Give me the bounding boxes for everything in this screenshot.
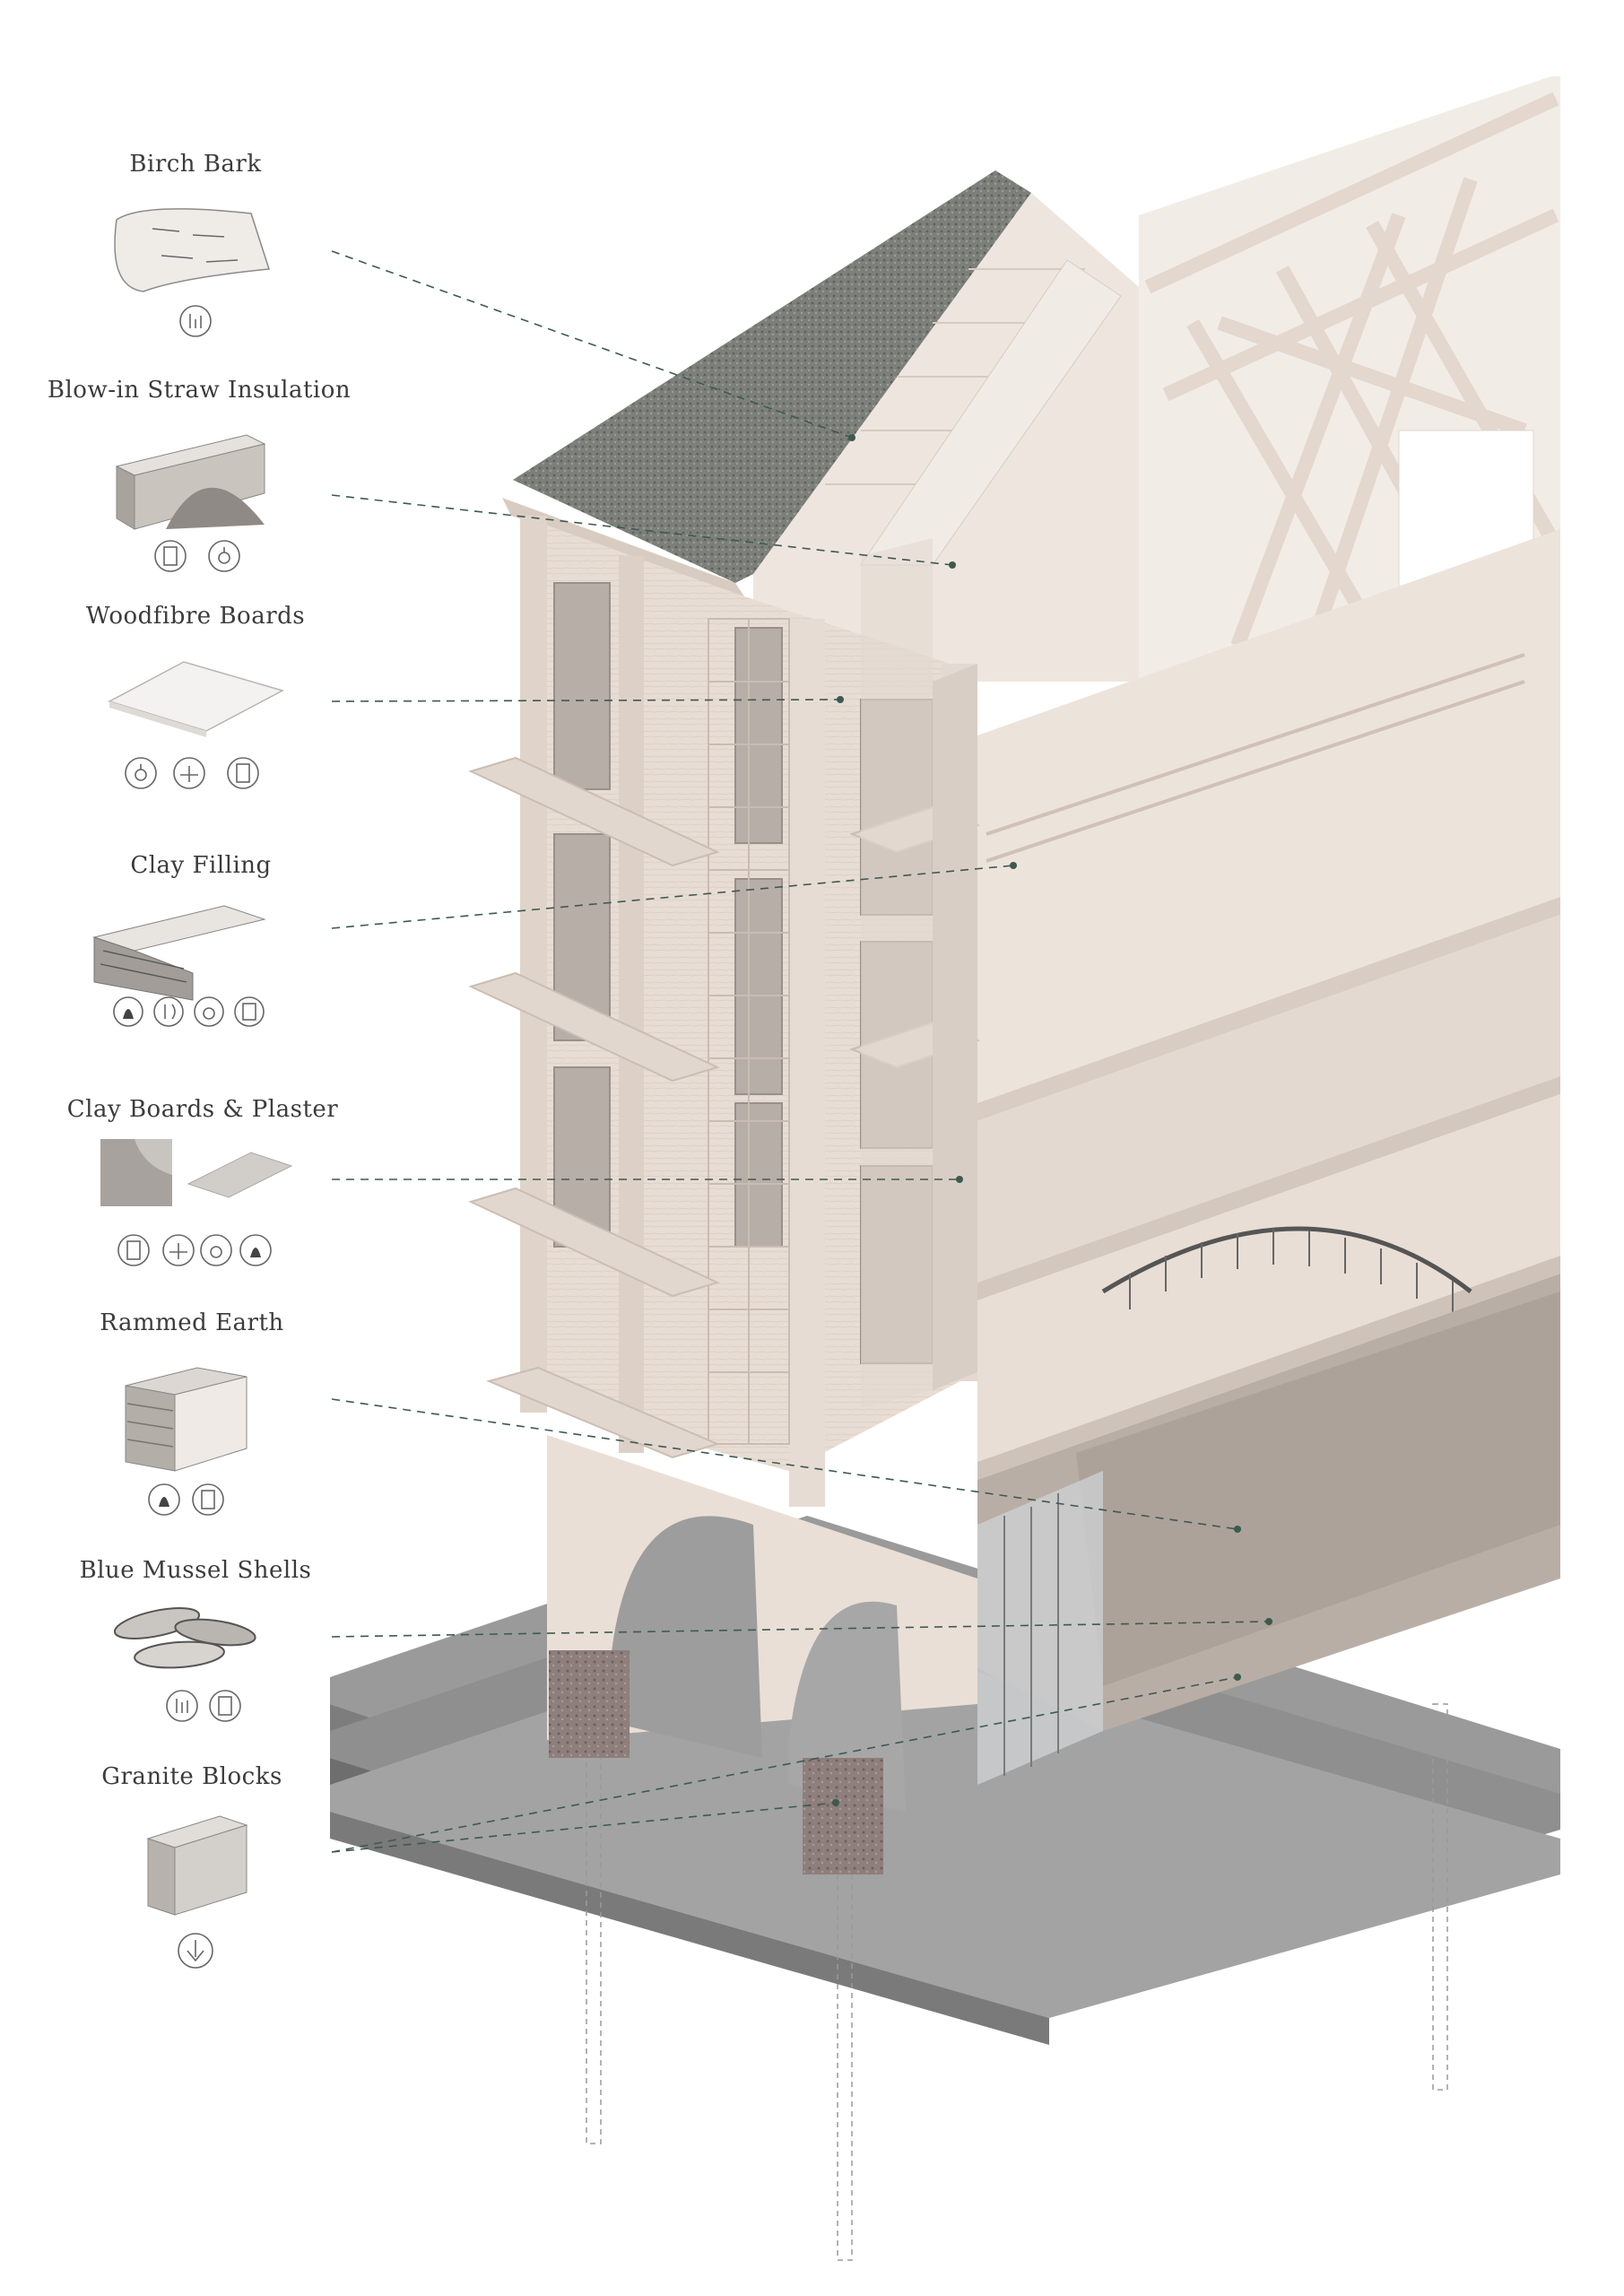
panel-icon [192, 1483, 224, 1516]
tool-icon [166, 1690, 198, 1722]
leader-dots [832, 434, 1272, 1806]
swatch-birch-bark [114, 208, 270, 292]
label-clay-boards-plaster: Clay Boards & Plaster [66, 1096, 339, 1123]
panel-icon [209, 1690, 241, 1722]
swatch-clay-filling [92, 905, 266, 1001]
swatch-straw-insulation [115, 434, 266, 530]
foundation-piles [586, 1703, 1448, 2261]
label-granite-blocks: Granite Blocks [101, 1763, 282, 1790]
thermal-icon [208, 540, 240, 572]
fire-icon [113, 996, 143, 1027]
panel-icon [234, 996, 265, 1027]
thermal-icon [200, 1234, 232, 1266]
icon-row-clay-boards-plaster [117, 1234, 272, 1266]
fire-icon [148, 1483, 180, 1516]
swatch-granite-blocks [146, 1815, 248, 1916]
interior-floors [977, 529, 1560, 1731]
swatch-blue-mussel-shells [113, 1607, 256, 1669]
icon-row-woodfibre-boards [125, 757, 259, 789]
tool-icon [173, 757, 205, 789]
icon-row-straw-insulation [154, 540, 240, 572]
swatch-clay-boards-plaster [100, 1139, 293, 1206]
label-straw-insulation: Blow-in Straw Insulation [47, 377, 352, 404]
fire-icon [239, 1234, 272, 1266]
panel-icon [117, 1234, 150, 1266]
label-birch-bark: Birch Bark [129, 151, 262, 178]
panel-icon [154, 540, 187, 572]
icon-row-birch-bark [179, 305, 212, 337]
label-blue-mussel-shells: Blue Mussel Shells [79, 1557, 312, 1584]
label-clay-filling: Clay Filling [130, 852, 272, 879]
facade-gable [468, 170, 1139, 1874]
label-rammed-earth: Rammed Earth [100, 1309, 284, 1336]
icon-row-granite-blocks [178, 1933, 213, 1969]
load-arrow-icon [178, 1933, 213, 1969]
icon-row-rammed-earth [148, 1483, 224, 1516]
swatch-woodfibre-boards [108, 661, 284, 737]
tool-icon [179, 305, 212, 337]
leader-lines [331, 250, 1270, 1853]
tool-icon [162, 1234, 195, 1266]
icon-row-clay-filling [113, 996, 265, 1027]
thermal-icon [194, 996, 224, 1027]
acoustic-icon [153, 996, 184, 1027]
swatch-rammed-earth [125, 1367, 248, 1472]
icon-row-blue-mussel-shells [166, 1690, 241, 1722]
panel-icon [227, 757, 259, 789]
thermal-icon [125, 757, 157, 789]
label-woodfibre-boards: Woodfibre Boards [85, 603, 306, 630]
